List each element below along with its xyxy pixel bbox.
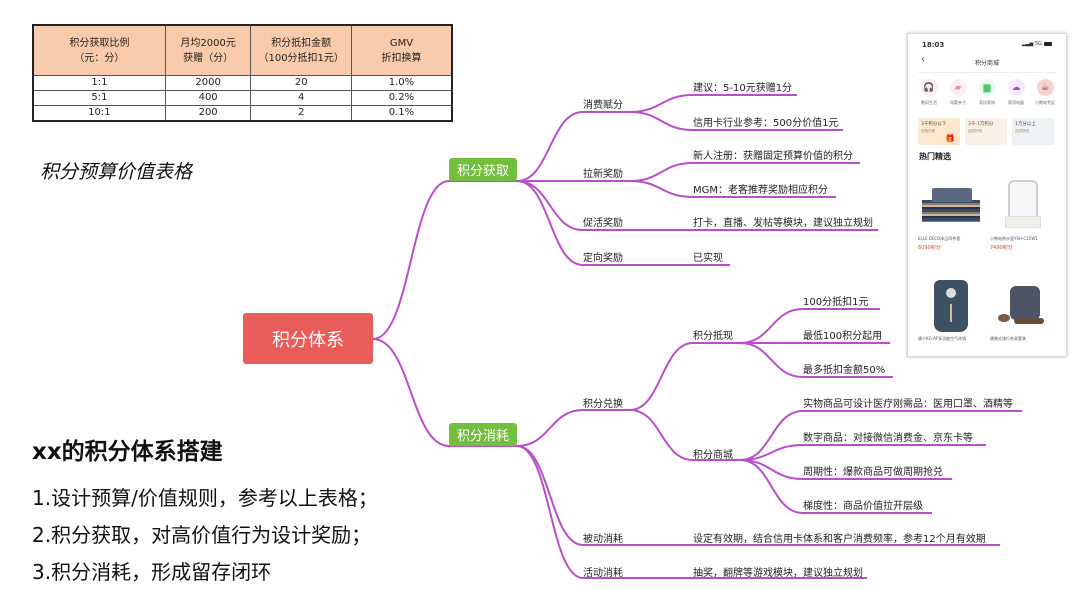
table-cell: 1.0%	[350, 75, 453, 91]
connector	[739, 444, 986, 461]
mindmap-node-points-earning[interactable]: 积分获取	[449, 158, 517, 181]
mindmap-leaf[interactable]: 数字商品：对接微信消费金、京东卡等	[803, 433, 973, 444]
sofa-icon: ▆	[978, 79, 996, 96]
mindmap-node-consumption-points[interactable]: 消费赋分	[583, 100, 623, 111]
product-card[interactable]: ELLE DECO床品四件套 6090积分	[918, 174, 984, 251]
air-fryer-image	[918, 274, 984, 332]
table-row: 1:1 2000 20 1.0%	[32, 75, 453, 91]
mindmap-node-passive-consumption[interactable]: 被动消耗	[583, 534, 623, 545]
connector-root-earning	[372, 180, 517, 340]
summary-title: xx的积分体系搭建	[32, 439, 223, 465]
kettle-image	[990, 174, 1056, 232]
mindmap-node-points-consumption[interactable]: 积分消耗	[449, 423, 517, 446]
mindmap-node-event-consumption[interactable]: 活动消耗	[583, 568, 623, 579]
table-cell: 0.2%	[350, 90, 453, 106]
mindmap-node-points-mall[interactable]: 积分商城	[693, 450, 733, 461]
category-item[interactable]: ▰ 母婴亲子	[944, 79, 972, 106]
mindmap-leaf[interactable]: 已实现	[693, 253, 723, 264]
phone-mockup-points-mall: 18:03 ▂▃▅ 5G ‹ 积分商城 🎧 数码生活 ▰ 母婴亲子 ▆ 家纺家饰…	[907, 33, 1067, 357]
mindmap-node-activity-reward[interactable]: 促活奖励	[583, 218, 623, 229]
table-cell: 0.1%	[350, 105, 453, 122]
headphones-icon: 🎧	[920, 79, 938, 96]
cloud-icon: ☁	[1007, 79, 1025, 96]
tier-card[interactable]: 3千积分以下 超值兑换 🎁	[918, 118, 960, 145]
table-cell: 2000	[164, 75, 252, 91]
mindmap-leaf[interactable]: 梯度性：商品价值拉开层级	[803, 501, 923, 512]
battery-icon	[1044, 41, 1052, 46]
hot-picks-title: 热门精选	[919, 152, 951, 161]
stroller-icon: ▰	[949, 79, 967, 96]
mindmap-leaf[interactable]: MGM：老客推荐奖励相应积分	[693, 185, 829, 196]
mindmap-leaf[interactable]: 抽奖，翻牌等游戏模块，建议独立规划	[693, 568, 863, 579]
summary-line: 3.积分消耗，形成留存闭环	[32, 560, 272, 584]
mindmap-leaf[interactable]: 打卡，直播、发帖等模块，建议独立规划	[693, 218, 873, 229]
connector	[629, 94, 797, 113]
table-header-cell: 积分获取比例（元：分）	[32, 24, 166, 76]
mindmap-leaf[interactable]: 实物商品可设计医疗刚需品：医用口罩、酒精等	[803, 399, 1013, 410]
bedding-image	[918, 174, 984, 232]
budget-value-table: 积分获取比例（元：分） 月均2000元获赠（分） 积分抵扣金额（100分抵扣1元…	[32, 24, 453, 122]
connector	[629, 162, 860, 182]
mindmap-leaf[interactable]: 100分抵扣1元	[803, 297, 869, 308]
category-item[interactable]: ▆ 家纺家饰	[973, 79, 1001, 106]
summary-line: 2.积分获取，对高价值行为设计奖励；	[32, 523, 372, 547]
table-header-cell: 月均2000元获赠（分）	[164, 24, 252, 76]
divider	[918, 72, 1056, 73]
mindmap-leaf[interactable]: 周期性：爆款商品可做周期抢兑	[803, 467, 943, 478]
mindmap-node-referral-reward[interactable]: 拉新奖励	[583, 169, 623, 180]
mindmap-root-node[interactable]: 积分体系	[243, 313, 373, 364]
mindmap-leaf[interactable]: 信用卡行业参考：500分价值1元	[693, 118, 839, 129]
mindmap-leaf[interactable]: 最低100积分起用	[803, 331, 883, 342]
mindmap-leaf[interactable]: 新人注册：获赠固定预算价值的积分	[693, 151, 853, 162]
tier-card[interactable]: 3千-1万积分 品质好物	[965, 118, 1007, 145]
mindmap-node-points-exchange[interactable]: 积分兑换	[583, 399, 623, 410]
phone-page-title: 积分商城	[974, 60, 999, 67]
table-row: 5:1 400 4 0.2%	[32, 90, 453, 106]
table-cell: 10:1	[32, 105, 166, 122]
mindmap-leaf[interactable]: 建议：5-10元获赠1分	[693, 83, 793, 94]
connector	[516, 409, 630, 447]
gift-icon: 🎁	[945, 134, 955, 143]
table-cell: 400	[164, 90, 252, 106]
table-header-cell: 积分抵扣金额（100分抵扣1元）	[250, 24, 352, 76]
table-cell: 5:1	[32, 90, 166, 106]
status-indicators: ▂▃▅ 5G	[1022, 41, 1052, 47]
product-card[interactable]: 小熊电热水壶YSH-C15W1 7490积分	[990, 174, 1056, 251]
back-arrow-icon[interactable]: ‹	[921, 54, 925, 65]
tea-set-image	[990, 274, 1056, 332]
signal-icon: ▂▃▅	[1021, 41, 1035, 47]
mindmap-node-targeted-reward[interactable]: 定向奖励	[583, 253, 623, 264]
category-item[interactable]: ☕ 小熊电专区	[1031, 79, 1059, 106]
product-card[interactable]: 便携式旅行茶具套装	[990, 274, 1056, 342]
connector	[516, 445, 630, 579]
category-item[interactable]: ☁ 家用电器	[1002, 79, 1030, 106]
table-row: 10:1 200 2 0.1%	[32, 105, 453, 122]
table-cell: 2	[250, 105, 352, 122]
table-cell: 200	[164, 105, 252, 122]
category-item[interactable]: 🎧 数码生活	[915, 79, 943, 106]
mindmap-leaf[interactable]: 设定有效期，结合信用卡体系和客户消费频率，参考12个月有效期	[693, 534, 986, 545]
tier-card[interactable]: 1万分以上 品质精选	[1012, 118, 1054, 145]
table-header-row: 积分获取比例（元：分） 月均2000元获赠（分） 积分抵扣金额（100分抵扣1元…	[32, 24, 453, 76]
product-card[interactable]: 康宁KG-AF多功能空气炸锅	[918, 274, 984, 342]
summary-line: 1.设计预算/价值规则，参考以上表格；	[32, 486, 378, 510]
mindmap-node-points-cash[interactable]: 积分抵现	[693, 331, 733, 342]
table-cell: 20	[250, 75, 352, 91]
table-cell: 4	[250, 90, 352, 106]
table-caption: 积分预算价值表格	[40, 161, 193, 183]
mindmap-leaf[interactable]: 最多抵扣金额50%	[803, 365, 886, 376]
status-time: 18:03	[922, 41, 945, 49]
connector	[629, 342, 740, 411]
kettle-icon: ☕	[1036, 79, 1054, 96]
table-cell: 1:1	[32, 75, 166, 91]
